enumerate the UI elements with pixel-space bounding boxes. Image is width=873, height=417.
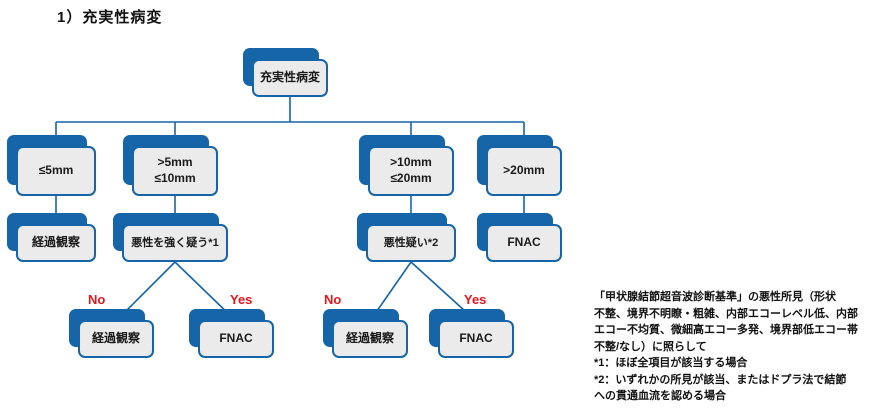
node-le5mm: ≤5mm [16, 146, 96, 196]
branch-label-no-right: No [324, 292, 342, 307]
criteria-note: 「甲状腺結節超音波診断基準」の悪性所見（形状 不整、境界不明瞭・粗雑、内部エコー… [594, 291, 858, 402]
node-5-10mm: >5mm ≤10mm [132, 146, 218, 196]
node-10-20mm: >10mm ≤20mm [368, 146, 454, 196]
node-fnac-gt20: FNAC [486, 224, 562, 262]
node-fnac-yes-left: FNAC [198, 320, 274, 358]
branch-label-no-left: No [88, 292, 106, 307]
node-followup-le5: 経過観察 [16, 224, 96, 262]
node-gt20mm: >20mm [486, 146, 562, 196]
node-suspicion: 悪性疑い*2 [366, 224, 456, 262]
node-strong-suspicion: 悪性を強く疑う*1 [122, 224, 228, 262]
node-followup-no-left: 経過観察 [78, 320, 154, 358]
branch-label-yes-right: Yes [464, 292, 487, 307]
node-root: 充実性病変 [252, 59, 328, 97]
page-title: 1）充実性病変 [57, 9, 163, 26]
branch-label-yes-left: Yes [230, 292, 253, 307]
node-followup-no-right: 経過観察 [332, 320, 408, 358]
node-fnac-yes-right: FNAC [438, 320, 514, 358]
